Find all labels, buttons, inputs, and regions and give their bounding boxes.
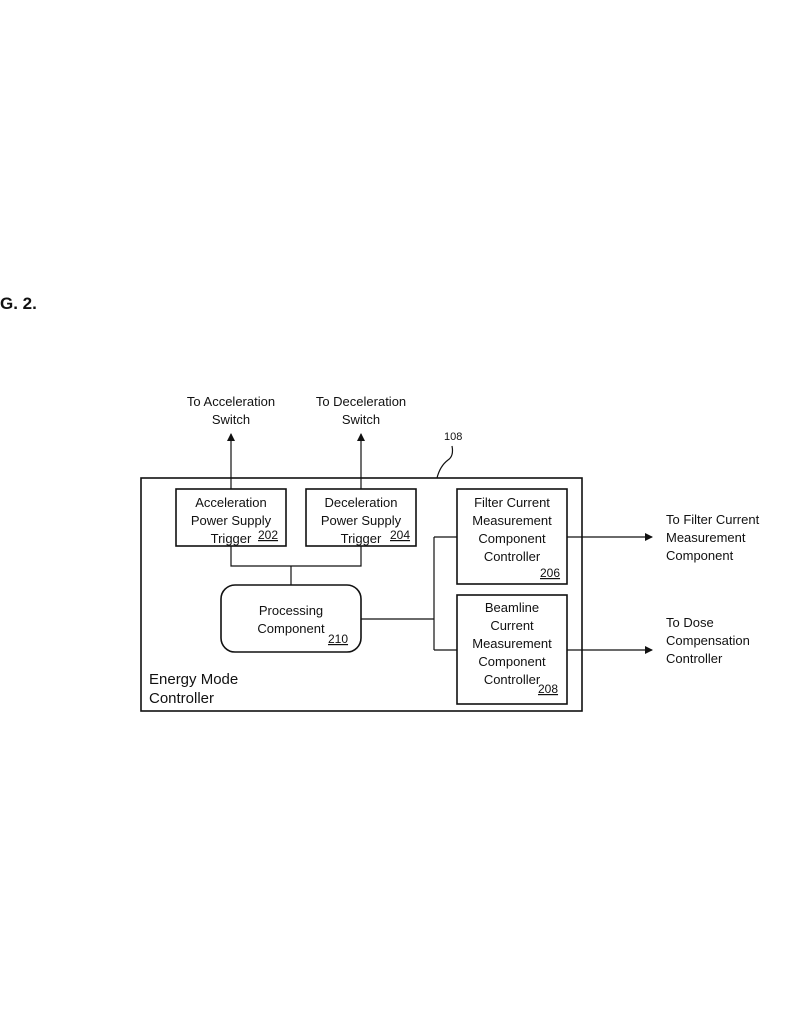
filter-ctrl-line4: Controller xyxy=(484,549,541,564)
ref-204: 204 xyxy=(390,528,410,542)
to-accel-switch-line2: Switch xyxy=(212,412,250,427)
accel-trigger-line3: Trigger xyxy=(211,531,252,546)
beamline-ctrl-line5: Controller xyxy=(484,672,541,687)
beamline-ctrl-line1: Beamline xyxy=(485,600,539,615)
to-accel-switch-line1: To Acceleration xyxy=(187,394,275,409)
filter-ctrl-line1: Filter Current xyxy=(474,495,550,510)
ref-108: 108 xyxy=(444,431,462,443)
trigger-bus-wire xyxy=(230,546,362,567)
ref-210: 210 xyxy=(328,632,348,646)
processing-line1: Processing xyxy=(259,603,323,618)
filter-ctrl-line3: Component xyxy=(478,531,546,546)
to-filter-component-line3: Component xyxy=(666,548,734,563)
to-decel-switch-line1: To Deceleration xyxy=(316,394,406,409)
to-decel-switch-line2: Switch xyxy=(342,412,380,427)
accel-trigger-line1: Acceleration xyxy=(195,495,267,510)
energy-mode-label-line2: Controller xyxy=(149,690,214,707)
filter-ctrl-line2: Measurement xyxy=(472,513,552,528)
ref-206: 206 xyxy=(540,566,560,580)
figure-label: G. 2. xyxy=(0,294,37,313)
ref-108-leader xyxy=(436,445,454,479)
to-filter-component-line1: To Filter Current xyxy=(666,512,760,527)
decel-trigger-line3: Trigger xyxy=(341,531,382,546)
to-dose-controller-line2: Compensation xyxy=(666,633,750,648)
beamline-ctrl-line4: Component xyxy=(478,654,546,669)
energy-mode-label-line1: Energy Mode xyxy=(149,671,238,688)
decel-trigger-line2: Power Supply xyxy=(321,513,402,528)
ref-202: 202 xyxy=(258,528,278,542)
ref-208: 208 xyxy=(538,682,558,696)
processing-line2: Component xyxy=(257,621,325,636)
to-dose-controller-line3: Controller xyxy=(666,651,723,666)
beamline-ctrl-line3: Measurement xyxy=(472,636,552,651)
to-dose-controller-line1: To Dose xyxy=(666,615,714,630)
accel-trigger-line2: Power Supply xyxy=(191,513,272,528)
beamline-ctrl-line2: Current xyxy=(490,618,534,633)
to-filter-component-line2: Measurement xyxy=(666,530,746,545)
deceleration-trigger-box xyxy=(305,488,417,547)
decel-trigger-line1: Deceleration xyxy=(325,495,398,510)
beamline-controller-box xyxy=(456,594,568,705)
